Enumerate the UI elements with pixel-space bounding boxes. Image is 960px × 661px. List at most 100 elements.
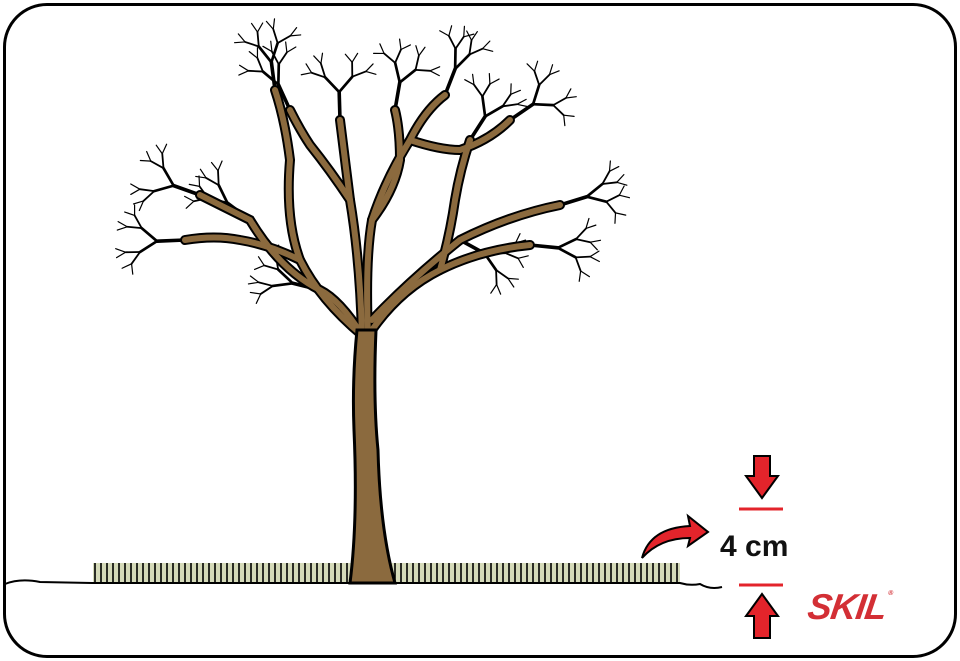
twig — [289, 34, 302, 37]
twig — [447, 34, 457, 50]
tree-trunk — [348, 328, 397, 585]
twig — [531, 102, 555, 107]
twig — [217, 183, 229, 205]
twig — [253, 264, 265, 271]
twig — [256, 57, 264, 73]
twig — [398, 38, 402, 51]
twig — [320, 52, 324, 65]
twig — [198, 175, 201, 187]
twig — [496, 283, 502, 295]
branch — [287, 107, 353, 203]
twig — [533, 70, 541, 86]
twig — [265, 20, 274, 30]
twig — [262, 45, 273, 53]
twig — [250, 22, 259, 33]
twig — [517, 255, 529, 259]
twig — [344, 53, 353, 63]
twig — [276, 268, 295, 285]
twig — [233, 41, 246, 44]
twig — [257, 281, 274, 287]
twig — [531, 83, 541, 106]
twig — [162, 166, 175, 187]
twig — [507, 277, 519, 280]
twig — [578, 270, 582, 282]
twig — [261, 70, 280, 86]
twig — [217, 169, 220, 187]
twig — [463, 25, 466, 38]
branch — [337, 117, 365, 338]
twig — [130, 183, 141, 190]
twig — [116, 226, 128, 231]
twig — [115, 248, 127, 253]
twig — [552, 104, 565, 117]
tree-branches — [180, 85, 565, 340]
twig — [117, 220, 128, 228]
twig — [259, 285, 274, 295]
twig — [481, 83, 491, 98]
twig — [616, 173, 625, 183]
twig — [320, 62, 327, 79]
twig — [188, 183, 201, 187]
twig — [365, 70, 377, 75]
twig — [323, 76, 341, 94]
twig — [255, 293, 262, 305]
twig — [608, 165, 620, 172]
cut-height-label: 4 cm — [720, 530, 789, 563]
twig — [121, 263, 133, 269]
twig — [418, 46, 426, 57]
twig — [142, 190, 156, 202]
twig — [313, 55, 322, 65]
twig — [453, 53, 471, 71]
twig — [510, 89, 521, 95]
twig — [589, 250, 600, 258]
twig — [130, 188, 141, 196]
twig — [337, 75, 354, 94]
twig — [585, 182, 604, 199]
twig — [247, 69, 264, 73]
twig — [556, 237, 578, 250]
twig — [548, 64, 554, 76]
twig — [503, 251, 520, 260]
twig — [205, 177, 220, 187]
twig — [256, 22, 264, 33]
twig — [608, 160, 611, 172]
twig — [516, 103, 528, 108]
twig — [351, 52, 359, 63]
twig — [614, 212, 617, 224]
twig — [414, 54, 420, 71]
branch — [437, 137, 473, 273]
twig — [249, 291, 262, 295]
twig — [501, 93, 512, 108]
twig — [115, 251, 127, 259]
twig — [138, 239, 159, 254]
down-arrow-icon — [744, 455, 780, 500]
twig — [305, 63, 313, 74]
twig — [575, 227, 587, 240]
twig — [195, 175, 207, 179]
twig — [490, 283, 498, 294]
twig — [276, 34, 292, 44]
twig — [238, 70, 250, 76]
twig — [473, 83, 484, 98]
twig — [439, 30, 450, 37]
twig — [454, 35, 465, 50]
twig — [601, 170, 611, 185]
twig — [601, 181, 618, 185]
twig — [507, 277, 515, 288]
twig — [514, 233, 521, 244]
twig — [429, 66, 441, 72]
twig — [464, 79, 475, 86]
twig — [501, 103, 518, 108]
twig — [277, 51, 288, 66]
twig — [394, 48, 402, 64]
twig — [585, 217, 590, 230]
twig — [247, 281, 260, 285]
twig — [244, 41, 260, 48]
twig — [481, 95, 487, 118]
twig — [526, 63, 536, 72]
twig — [552, 97, 567, 107]
twig — [272, 28, 279, 44]
twig — [300, 72, 313, 76]
twig — [565, 96, 577, 99]
